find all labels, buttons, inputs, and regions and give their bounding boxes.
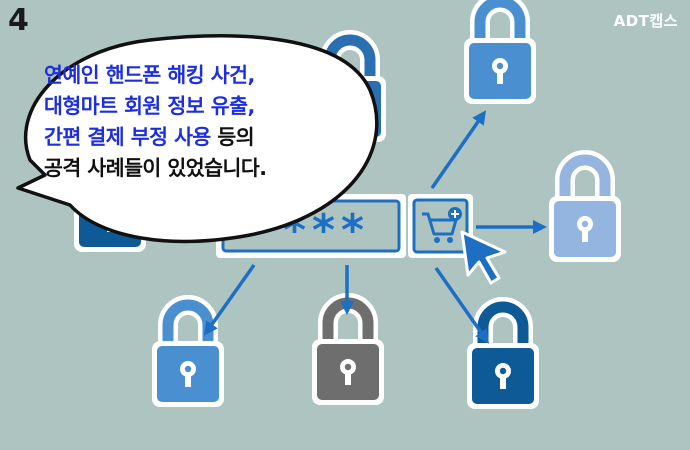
bubble-line-3: 간편 결제 부정 사용 등의 <box>44 122 374 153</box>
cart-plus-icon <box>422 207 462 243</box>
bubble-line-2: 대형마트 회원 정보 유출, <box>44 94 255 118</box>
padlock-icon <box>467 307 539 409</box>
arrow-icon <box>203 110 547 344</box>
page-number: 4 <box>8 3 29 38</box>
bubble-text: 연예인 핸드폰 해킹 사건, 대형마트 회원 정보 유출, 간편 결제 부정 사… <box>44 60 374 184</box>
padlock-icon <box>464 2 536 104</box>
cursor-icon <box>460 230 507 285</box>
brand-logo: ADT캡스 <box>613 12 678 30</box>
bubble-line-4: 공격 사례들이 있었습니다. <box>44 156 267 180</box>
add-to-cart-button[interactable] <box>408 194 473 258</box>
bubble-line-3-rest: 등의 <box>210 125 255 149</box>
padlock-icon <box>549 160 621 262</box>
speech-bubble <box>16 34 379 244</box>
bubble-line-1: 연예인 핸드폰 해킹 사건, <box>44 63 255 87</box>
padlock-icon <box>312 303 384 405</box>
bubble-line-3-highlight: 간편 결제 부정 사용 <box>44 125 211 149</box>
